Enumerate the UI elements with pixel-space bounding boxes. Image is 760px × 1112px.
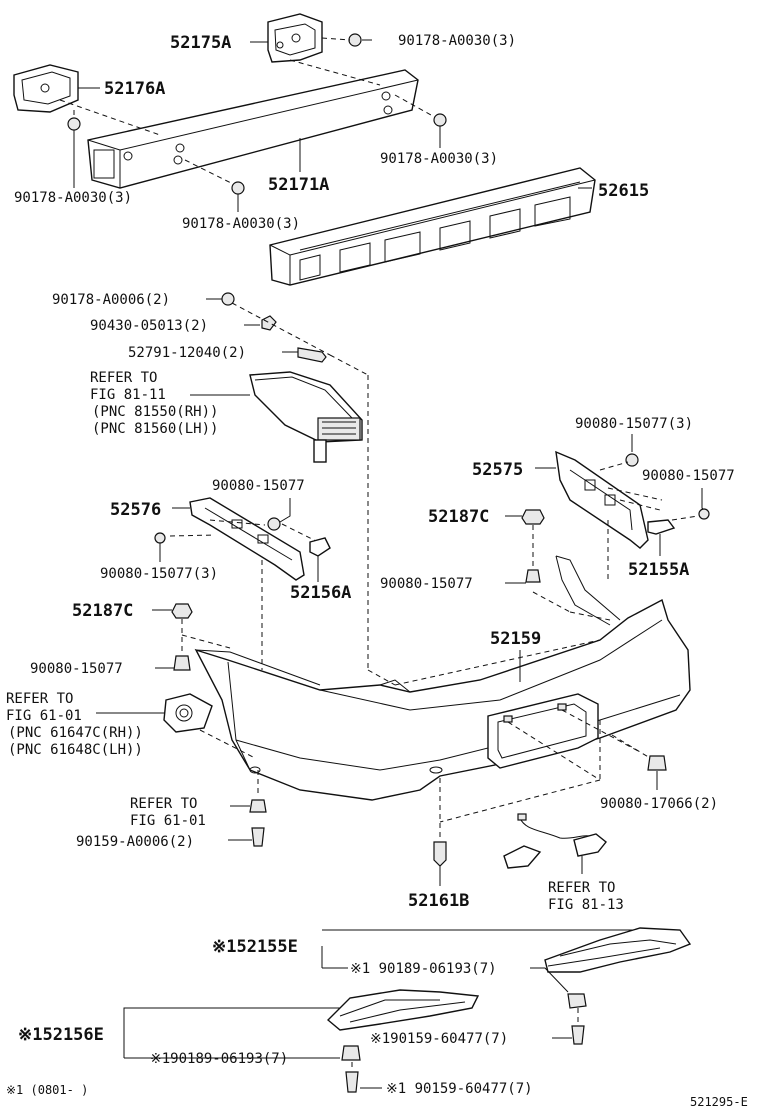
label-90178-a0030-top: 90178-A0030(3) <box>398 33 516 49</box>
label-90178-a0030-left: 90178-A0030(3) <box>14 190 132 206</box>
nut-icon <box>231 181 245 195</box>
label-52171a: 52171A <box>268 175 329 195</box>
screw-icon <box>297 347 327 363</box>
tail-lamp <box>249 371 363 463</box>
screw-icon <box>173 655 191 671</box>
figure-code: 521295-E <box>690 1095 748 1109</box>
screw-icon <box>251 827 265 847</box>
reflector-bracket <box>163 693 213 733</box>
undercover-52155e <box>544 927 692 973</box>
refer-81-11-line2: FIG 81-11 <box>90 387 166 403</box>
nut-icon <box>67 117 81 131</box>
label-52175a: 52175A <box>170 33 231 53</box>
screw-icon <box>345 1071 359 1093</box>
refer-81-13-line1: REFER TO <box>548 880 615 896</box>
clip-icon <box>249 799 267 813</box>
label-90080-15077-left: 90080-15077 <box>30 661 123 677</box>
screw-icon <box>571 1025 585 1045</box>
screw-icon <box>525 569 541 583</box>
label-52791-12040: 52791-12040(2) <box>128 345 246 361</box>
clip-icon <box>154 532 166 544</box>
retainer-52575 <box>555 450 649 549</box>
clip-icon <box>341 1045 361 1061</box>
label-90080-15077-mid: 90080-15077 <box>212 478 305 494</box>
label-52575: 52575 <box>472 460 523 480</box>
refer-81-13-line2: FIG 81-13 <box>548 897 624 913</box>
refer-61-01-line3: (PNC 61647C(RH)) <box>8 725 143 741</box>
label-90159-60477-a: ※190159-60477(7) <box>370 1031 508 1047</box>
clip-icon <box>567 993 587 1009</box>
label-90080-15077-right: 90080-15077 <box>642 468 735 484</box>
nut-icon <box>348 33 362 47</box>
label-90189-06193-a: ※1 90189-06193(7) <box>350 961 497 977</box>
label-90189-06193-b: ※190189-06193(7) <box>150 1051 288 1067</box>
refer-61-01b-line2: FIG 61-01 <box>130 813 206 829</box>
refer-81-11-line4: (PNC 81560(LH)) <box>92 421 218 437</box>
clip-icon <box>267 517 281 531</box>
refer-61-01b-line1: REFER TO <box>130 796 197 812</box>
retainer-52576 <box>189 497 305 581</box>
label-52156e: ※152156E <box>18 1025 104 1045</box>
label-90430-05013: 90430-05013(2) <box>90 318 208 334</box>
label-52576: 52576 <box>110 500 161 520</box>
label-90080-15077-center: 90080-15077 <box>380 576 473 592</box>
license-lamp <box>503 813 607 869</box>
label-90080-17066: 90080-17066(2) <box>600 796 718 812</box>
bracket-52155a <box>647 519 676 535</box>
refer-81-11-line1: REFER TO <box>90 370 157 386</box>
label-90080-15077-3-left: 90080-15077(3) <box>100 566 218 582</box>
label-90178-a0030-bottom: 90178-A0030(3) <box>182 216 300 232</box>
refer-61-01-line4: (PNC 61648C(LH)) <box>8 742 143 758</box>
label-52155e: ※152155E <box>212 937 298 957</box>
label-52615: 52615 <box>598 181 649 201</box>
absorber-52615 <box>269 167 596 286</box>
clip-icon <box>433 841 447 867</box>
bumper-cover-52159 <box>194 555 691 801</box>
label-90159-60477-b: ※1 90159-60477(7) <box>386 1081 533 1097</box>
nut-icon <box>433 113 447 127</box>
label-52155a: 52155A <box>628 560 689 580</box>
label-52187c-right: 52187C <box>428 507 489 527</box>
label-52156a: 52156A <box>290 583 351 603</box>
washer-icon <box>261 315 277 331</box>
label-90080-15077-3-top: 90080-15077(3) <box>575 416 693 432</box>
label-52187c-left: 52187C <box>72 601 133 621</box>
refer-81-11-line3: (PNC 81550(RH)) <box>92 404 218 420</box>
label-52176a: 52176A <box>104 79 165 99</box>
clip-icon <box>698 508 710 520</box>
refer-61-01-line2: FIG 61-01 <box>6 708 82 724</box>
clip-icon <box>647 755 667 771</box>
label-90159-a0006: 90159-A0006(2) <box>76 834 194 850</box>
clip-icon <box>171 603 193 619</box>
bracket-52175a <box>267 13 323 63</box>
label-90178-a0030-right: 90178-A0030(3) <box>380 151 498 167</box>
reinforcement-52171a <box>87 69 419 189</box>
bracket-52156a <box>309 537 331 557</box>
undercover-52156e <box>326 989 480 1031</box>
clip-icon <box>625 453 639 467</box>
label-52159: 52159 <box>490 629 541 649</box>
footnote: ※1 (0801- ) <box>6 1083 88 1097</box>
bracket-52176a <box>13 64 79 113</box>
label-90178-a0006: 90178-A0006(2) <box>52 292 170 308</box>
clip-icon <box>521 509 545 525</box>
refer-61-01-line1: REFER TO <box>6 691 73 707</box>
label-52161b: 52161B <box>408 891 469 911</box>
